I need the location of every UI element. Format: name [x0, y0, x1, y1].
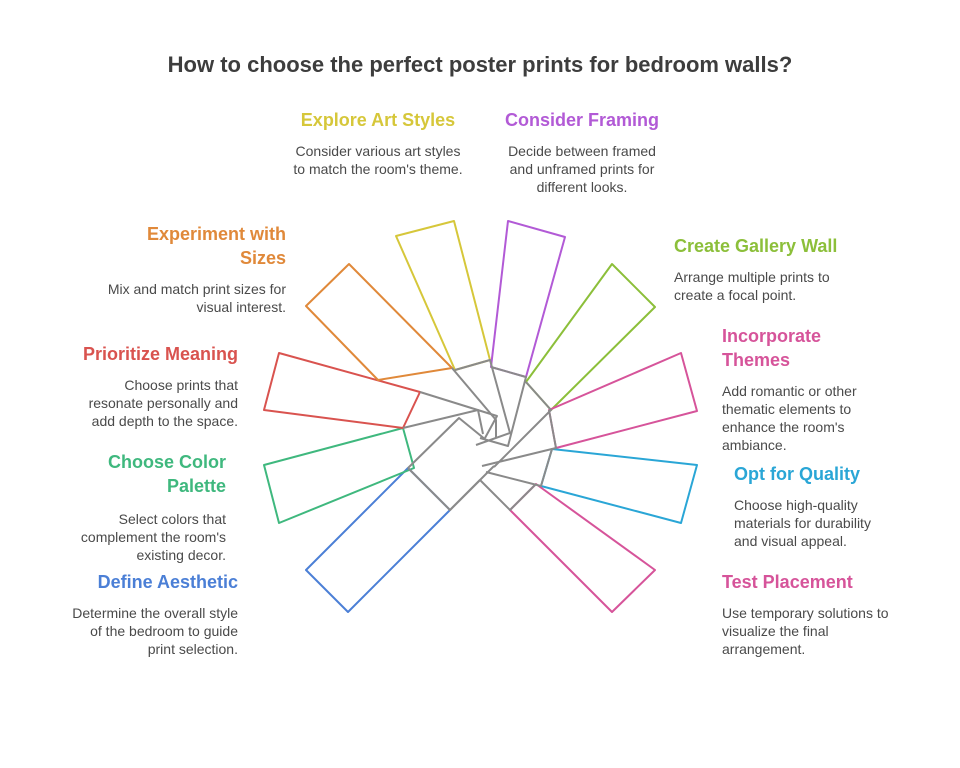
item-prioritize-meaning: Prioritize Meaning Choose prints that re… [58, 342, 238, 430]
item-create-gallery-wall: Create Gallery Wall Arrange multiple pri… [674, 234, 874, 304]
connector-prioritize-meaning [402, 409, 484, 435]
connector-center-test [479, 479, 537, 511]
item-opt-for-quality: Opt for Quality Choose high-quality mate… [734, 462, 894, 550]
heading-create-gallery-wall: Create Gallery Wall [674, 236, 838, 256]
heading-choose-color-palette: Choose Color Palette [107, 452, 226, 496]
connector-explore-art-styles [451, 367, 497, 438]
poster-opt-for-quality [540, 448, 698, 524]
text-opt-for-quality: Choose high-quality materials for durabi… [734, 497, 871, 549]
item-consider-framing: Consider Framing Decide between framed a… [482, 108, 682, 196]
item-choose-color-palette-text: Select colors that complement the room's… [62, 510, 226, 564]
poster-prioritize-meaning [263, 352, 421, 429]
poster-experiment-with-sizes [305, 263, 453, 381]
connector-test-placement [485, 448, 553, 487]
connector-center-define [407, 467, 481, 511]
text-test-placement: Use temporary solutions to visualize the… [722, 605, 889, 657]
poster-create-gallery-wall [525, 263, 656, 411]
heading-test-placement: Test Placement [722, 572, 853, 592]
text-define-aesthetic: Determine the overall style of the bedro… [72, 605, 238, 657]
poster-incorporate-themes [548, 352, 698, 449]
poster-choose-color-palette [263, 427, 415, 524]
connector-incorporate-themes [493, 381, 552, 468]
connector-experiment-with-sizes [419, 391, 498, 439]
heading-consider-framing: Consider Framing [504, 110, 660, 130]
heading-explore-art-styles: Explore Art Styles [300, 110, 456, 130]
text-incorporate-themes: Add romantic or other thematic elements … [722, 383, 857, 453]
text-prioritize-meaning: Choose prints that resonate personally a… [88, 377, 238, 429]
connector-consider-framing [454, 359, 511, 446]
poster-consider-framing [490, 220, 566, 378]
item-test-placement: Test Placement Use temporary solutions t… [722, 570, 898, 658]
heading-define-aesthetic: Define Aesthetic [97, 572, 238, 592]
connector-opt-for-quality [481, 409, 557, 467]
item-define-aesthetic: Define Aesthetic Determine the overall s… [70, 570, 238, 658]
page-title: How to choose the perfect poster prints … [167, 52, 793, 77]
text-consider-framing: Decide between framed and unframed print… [508, 143, 656, 195]
item-incorporate-themes: Incorporate Themes Add romantic or other… [722, 324, 890, 454]
heading-experiment-with-sizes: Experiment with Sizes [146, 224, 286, 268]
item-choose-color-palette: Choose Color Palette [62, 450, 226, 498]
item-explore-art-styles: Explore Art Styles Consider various art … [278, 108, 478, 178]
text-create-gallery-wall: Arrange multiple prints to create a foca… [674, 269, 830, 303]
text-explore-art-styles: Consider various art styles to match the… [293, 143, 463, 177]
poster-explore-art-styles [395, 220, 491, 371]
heading-incorporate-themes: Incorporate Themes [722, 326, 822, 370]
text-choose-color-palette: Select colors that complement the room's… [80, 511, 226, 563]
text-experiment-with-sizes: Mix and match print sizes for visual int… [107, 281, 286, 315]
heading-opt-for-quality: Opt for Quality [734, 464, 860, 484]
connector-create-gallery-wall [479, 366, 527, 447]
item-experiment-with-sizes: Experiment with Sizes Mix and match prin… [100, 222, 286, 316]
connector-choose-color-palette [407, 417, 487, 469]
poster-test-placement [509, 483, 656, 613]
heading-prioritize-meaning: Prioritize Meaning [82, 344, 238, 364]
